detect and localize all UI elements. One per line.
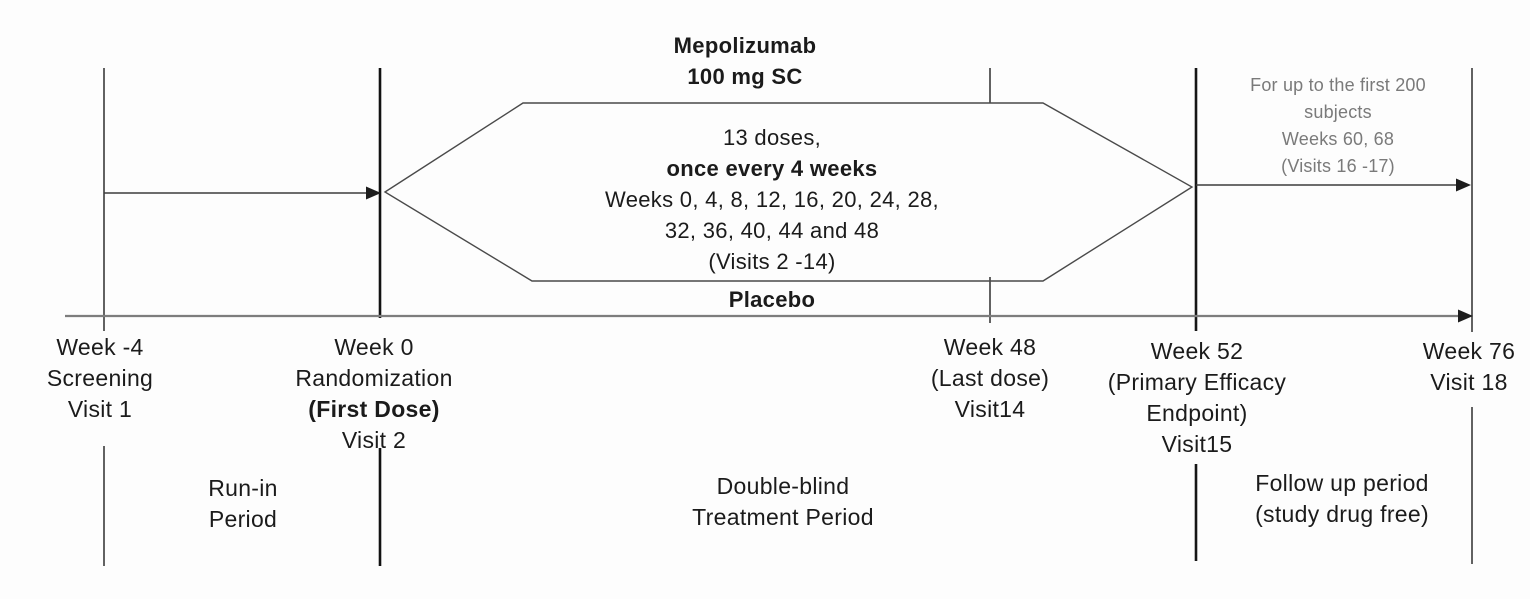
period-label-run-in: Run-in Period (208, 473, 278, 535)
dosing-schedule-text: 13 doses, once every 4 weeks Weeks 0, 4,… (605, 122, 939, 277)
period-label-line: Double-blind (716, 473, 850, 499)
milestone-label-line: Week 48 (943, 334, 1037, 360)
milestone-label-line: Visit 18 (1430, 369, 1508, 395)
milestone-label-line: (Last dose) (930, 365, 1050, 391)
period-label-follow-up: Follow up period (study drug free) (1255, 468, 1429, 530)
milestone-week-52: Week 52 (Primary Efficacy Endpoint) Visi… (1108, 336, 1286, 460)
milestone-label-line: Randomization (295, 365, 453, 391)
milestone-label-line: Screening (46, 365, 154, 391)
milestone-week-minus4: Week -4 Screening Visit 1 (47, 332, 153, 425)
period-label-line: Follow up period (1255, 470, 1429, 496)
milestone-week-48: Week 48 (Last dose) Visit14 (931, 332, 1049, 425)
placebo-name: Placebo (728, 287, 816, 312)
milestone-week-0: Week 0 Randomization (First Dose) Visit … (295, 332, 452, 456)
milestone-label-line: Week 0 (334, 334, 414, 360)
dosing-frequency-line: once every 4 weeks (666, 156, 878, 181)
follow-up-note-line-1: For up to the first 200 (1250, 75, 1426, 95)
follow-up-note-line-3: Weeks 60, 68 (1281, 129, 1395, 149)
period-label-line: Period (208, 506, 278, 532)
follow-up-note: For up to the first 200 subjects Weeks 6… (1250, 72, 1426, 180)
milestone-week-76: Week 76 Visit 18 (1423, 336, 1515, 398)
mepolizumab-dose: 100 mg SC (687, 64, 803, 89)
timeline-arrowhead-icon (1458, 309, 1473, 323)
follow-up-arrowhead-icon (1456, 178, 1471, 192)
period-label-line: Run-in (208, 475, 278, 501)
dosing-line: 13 doses, (722, 125, 822, 150)
mepolizumab-arm-label: Mepolizumab 100 mg SC (674, 30, 817, 92)
period-label-double-blind: Double-blind Treatment Period (692, 471, 874, 533)
period-label-line: (study drug free) (1255, 501, 1429, 527)
follow-up-note-line-2: subjects (1304, 102, 1372, 122)
run-in-arrowhead-icon (366, 186, 381, 200)
milestone-label-line: Week 52 (1150, 338, 1244, 364)
milestone-label-line: Visit14 (954, 396, 1026, 422)
milestone-label-line: Visit15 (1161, 431, 1233, 457)
milestone-label-line: (Primary Efficacy (1107, 369, 1287, 395)
dosing-visits-line: (Visits 2 -14) (708, 249, 836, 274)
dosing-weeks-line-1: Weeks 0, 4, 8, 12, 16, 20, 24, 28, (605, 187, 939, 212)
dosing-weeks-line-2: 32, 36, 40, 44 and 48 (664, 218, 880, 243)
follow-up-note-line-4: (Visits 16 -17) (1281, 156, 1395, 176)
milestone-label-line: Week -4 (56, 334, 144, 360)
period-label-line: Treatment Period (692, 504, 874, 530)
milestone-label-line: Visit 1 (67, 396, 133, 422)
treatment-arm-hexagon (383, 102, 1194, 282)
milestone-label-line: Week 76 (1422, 338, 1516, 364)
milestone-label-line: (First Dose) (308, 396, 440, 422)
milestone-label-line: Visit 2 (341, 427, 407, 453)
mepolizumab-name: Mepolizumab (673, 33, 817, 58)
placebo-arm-label: Placebo (729, 284, 815, 315)
milestone-label-line: Endpoint) (1146, 400, 1248, 426)
